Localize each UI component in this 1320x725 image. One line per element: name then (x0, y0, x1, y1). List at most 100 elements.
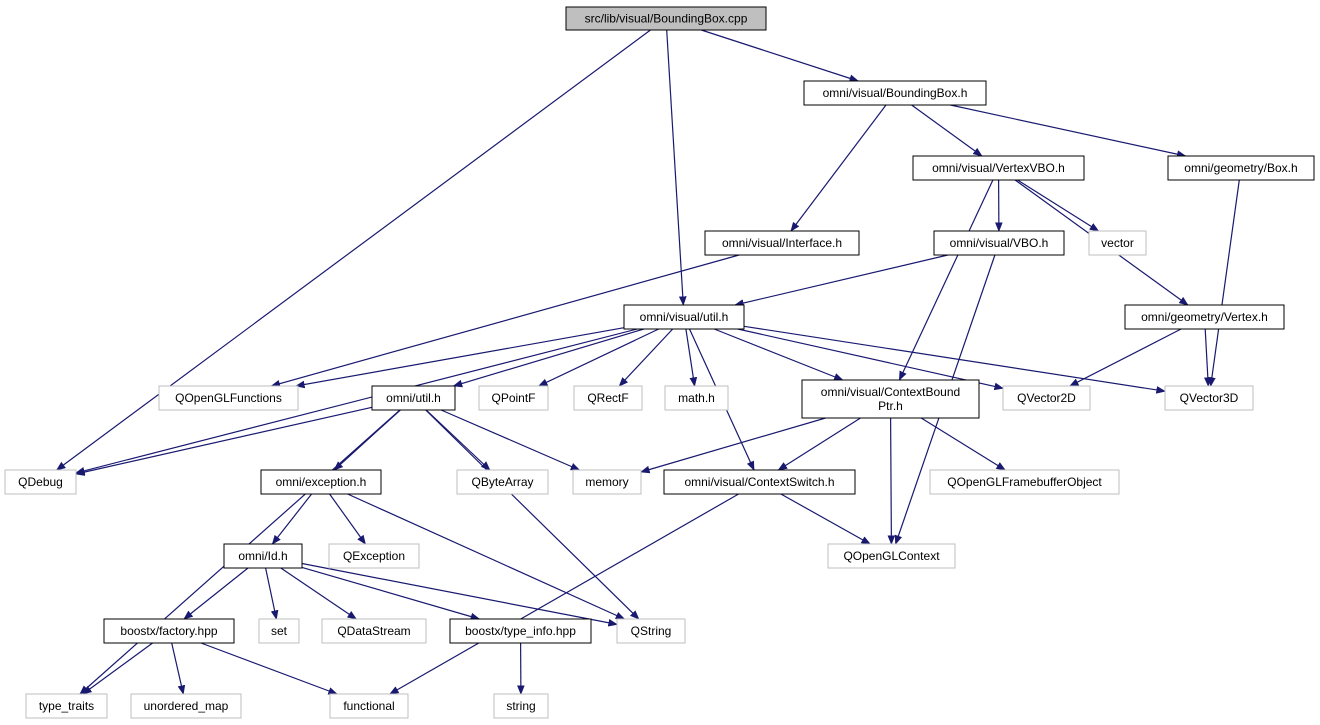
node-cswitch[interactable]: omni/visual/ContextSwitch.h (663, 469, 856, 495)
node-cswitch-box (663, 469, 856, 495)
node-outil[interactable]: omni/util.h (371, 385, 456, 411)
node-vvbo[interactable]: omni/visual/VertexVBO.h (912, 155, 1085, 181)
node-ttraits-label: type_traits (39, 699, 94, 713)
edge-oexc-to-oid (271, 493, 313, 545)
edge-oid-to-tinfo (301, 566, 481, 621)
edge-vutil-to-qglf (295, 327, 625, 389)
edge-outil-to-qbyte (425, 409, 491, 471)
node-qglf-box (158, 385, 299, 411)
node-qexc: QException (328, 543, 420, 569)
node-oid[interactable]: omni/Id.h (223, 543, 303, 569)
node-tinfo[interactable]: boostx/type_info.hpp (449, 618, 592, 644)
node-set-box (258, 618, 300, 644)
node-qexc-label: QException (343, 549, 405, 563)
edge-root-to-vutil (666, 29, 687, 306)
node-qglf: QOpenGLFunctions (158, 385, 299, 411)
node-string-label: string (506, 699, 535, 713)
node-vvbo-label: omni/visual/VertexVBO.h (932, 161, 1065, 175)
node-oid-label: omni/Id.h (238, 549, 287, 563)
edge-vutil-to-outil (452, 328, 645, 388)
edge-vutil-to-qv3 (743, 325, 1166, 394)
node-math-label: math.h (678, 391, 715, 405)
node-qv2-label: QVector2D (1017, 391, 1076, 405)
edge-oid-to-qstring (301, 562, 618, 627)
node-qv2: QVector2D (1002, 385, 1091, 411)
node-vector-label: vector (1101, 236, 1134, 250)
node-umap-box (130, 693, 242, 719)
node-gvertex-label: omni/geometry/Vertex.h (1141, 310, 1268, 324)
node-string-box (493, 693, 549, 719)
edge-factory-to-umap (171, 642, 186, 695)
edge-root-to-bbh (701, 29, 860, 82)
edge-bbh-to-box (950, 104, 1187, 158)
node-qdebug: QDebug (4, 469, 77, 495)
node-functional-box (329, 693, 409, 719)
edge-oexc-to-qstring (347, 493, 626, 620)
node-vutil-label: omni/visual/util.h (640, 310, 729, 324)
edge-root-to-qdebug (55, 29, 651, 471)
node-box[interactable]: omni/geometry/Box.h (1167, 155, 1315, 181)
node-qstring-label: QString (631, 624, 672, 638)
node-umap-label: unordered_map (144, 699, 229, 713)
nodes-layer: src/lib/visual/BoundingBox.cpp omni/visua… (4, 6, 1315, 719)
node-math-box (664, 385, 729, 411)
node-root-box (565, 6, 767, 31)
edge-vutil-to-qdebug (75, 328, 638, 475)
node-bbh[interactable]: omni/visual/BoundingBox.h (803, 80, 987, 106)
edge-vutil-to-math (685, 328, 698, 387)
node-factory[interactable]: boostx/factory.hpp (103, 618, 235, 644)
node-qpointf-label: QPointF (491, 391, 535, 405)
node-bbh-box (803, 80, 987, 106)
node-qpointf-box (478, 385, 549, 411)
node-gvertex-box (1124, 304, 1285, 330)
node-memory-label: memory (585, 475, 628, 489)
edge-oid-to-qds (280, 567, 357, 620)
edge-vutil-to-qv2 (737, 328, 1004, 391)
node-iface-box (704, 230, 860, 256)
node-iface-label: omni/visual/Interface.h (722, 236, 842, 250)
node-qds: QDataStream (321, 618, 427, 644)
node-qstring: QString (616, 618, 686, 644)
node-vutil[interactable]: omni/visual/util.h (623, 304, 745, 330)
node-cbp-label: Ptr.h (878, 399, 903, 413)
node-qglctx-box (827, 543, 956, 569)
node-memory: memory (572, 469, 642, 495)
node-bbh-label: omni/visual/BoundingBox.h (823, 86, 968, 100)
node-oexc[interactable]: omni/exception.h (260, 469, 382, 495)
node-oexc-box (260, 469, 382, 495)
node-box-label: omni/geometry/Box.h (1184, 161, 1297, 175)
node-root-label: src/lib/visual/BoundingBox.cpp (585, 12, 748, 26)
edge-vvbo-to-cbp (898, 179, 994, 381)
node-functional: functional (329, 693, 409, 719)
edge-outil-to-qstring (425, 409, 640, 620)
node-memory-box (572, 469, 642, 495)
edge-cswitch-to-functional (389, 493, 739, 695)
node-cbp-label: omni/visual/ContextBound (821, 385, 960, 399)
node-cbp-box (801, 379, 980, 419)
node-vutil-box (623, 304, 745, 330)
node-qglctx-label: QOpenGLContext (843, 549, 940, 563)
node-qv3: QVector3D (1164, 385, 1254, 411)
edge-oid-to-set (265, 567, 279, 620)
edge-factory-to-functional (200, 642, 338, 695)
edge-iface-to-qglf (270, 254, 740, 388)
node-iface[interactable]: omni/visual/Interface.h (704, 230, 860, 256)
edge-vutil-to-qpointf (537, 328, 659, 387)
node-root[interactable]: src/lib/visual/BoundingBox.cpp (565, 6, 767, 31)
node-qdebug-box (4, 469, 77, 495)
node-gvertex[interactable]: omni/geometry/Vertex.h (1124, 304, 1285, 330)
node-qdebug-label: QDebug (18, 475, 63, 489)
node-oexc-label: omni/exception.h (276, 475, 367, 489)
node-vbo-box (933, 230, 1065, 256)
edge-cbp-to-qfbo (920, 417, 1006, 471)
node-qbyte-label: QByteArray (471, 475, 533, 489)
node-vbo[interactable]: omni/visual/VBO.h (933, 230, 1065, 256)
node-qds-box (321, 618, 427, 644)
node-qfbo-label: QOpenGLFramebufferObject (947, 475, 1102, 489)
edge-gvertex-to-qv2 (1069, 328, 1182, 387)
node-set-label: set (271, 624, 288, 638)
node-factory-label: boostx/factory.hpp (120, 624, 217, 638)
edge-cbp-to-cswitch (777, 417, 861, 471)
